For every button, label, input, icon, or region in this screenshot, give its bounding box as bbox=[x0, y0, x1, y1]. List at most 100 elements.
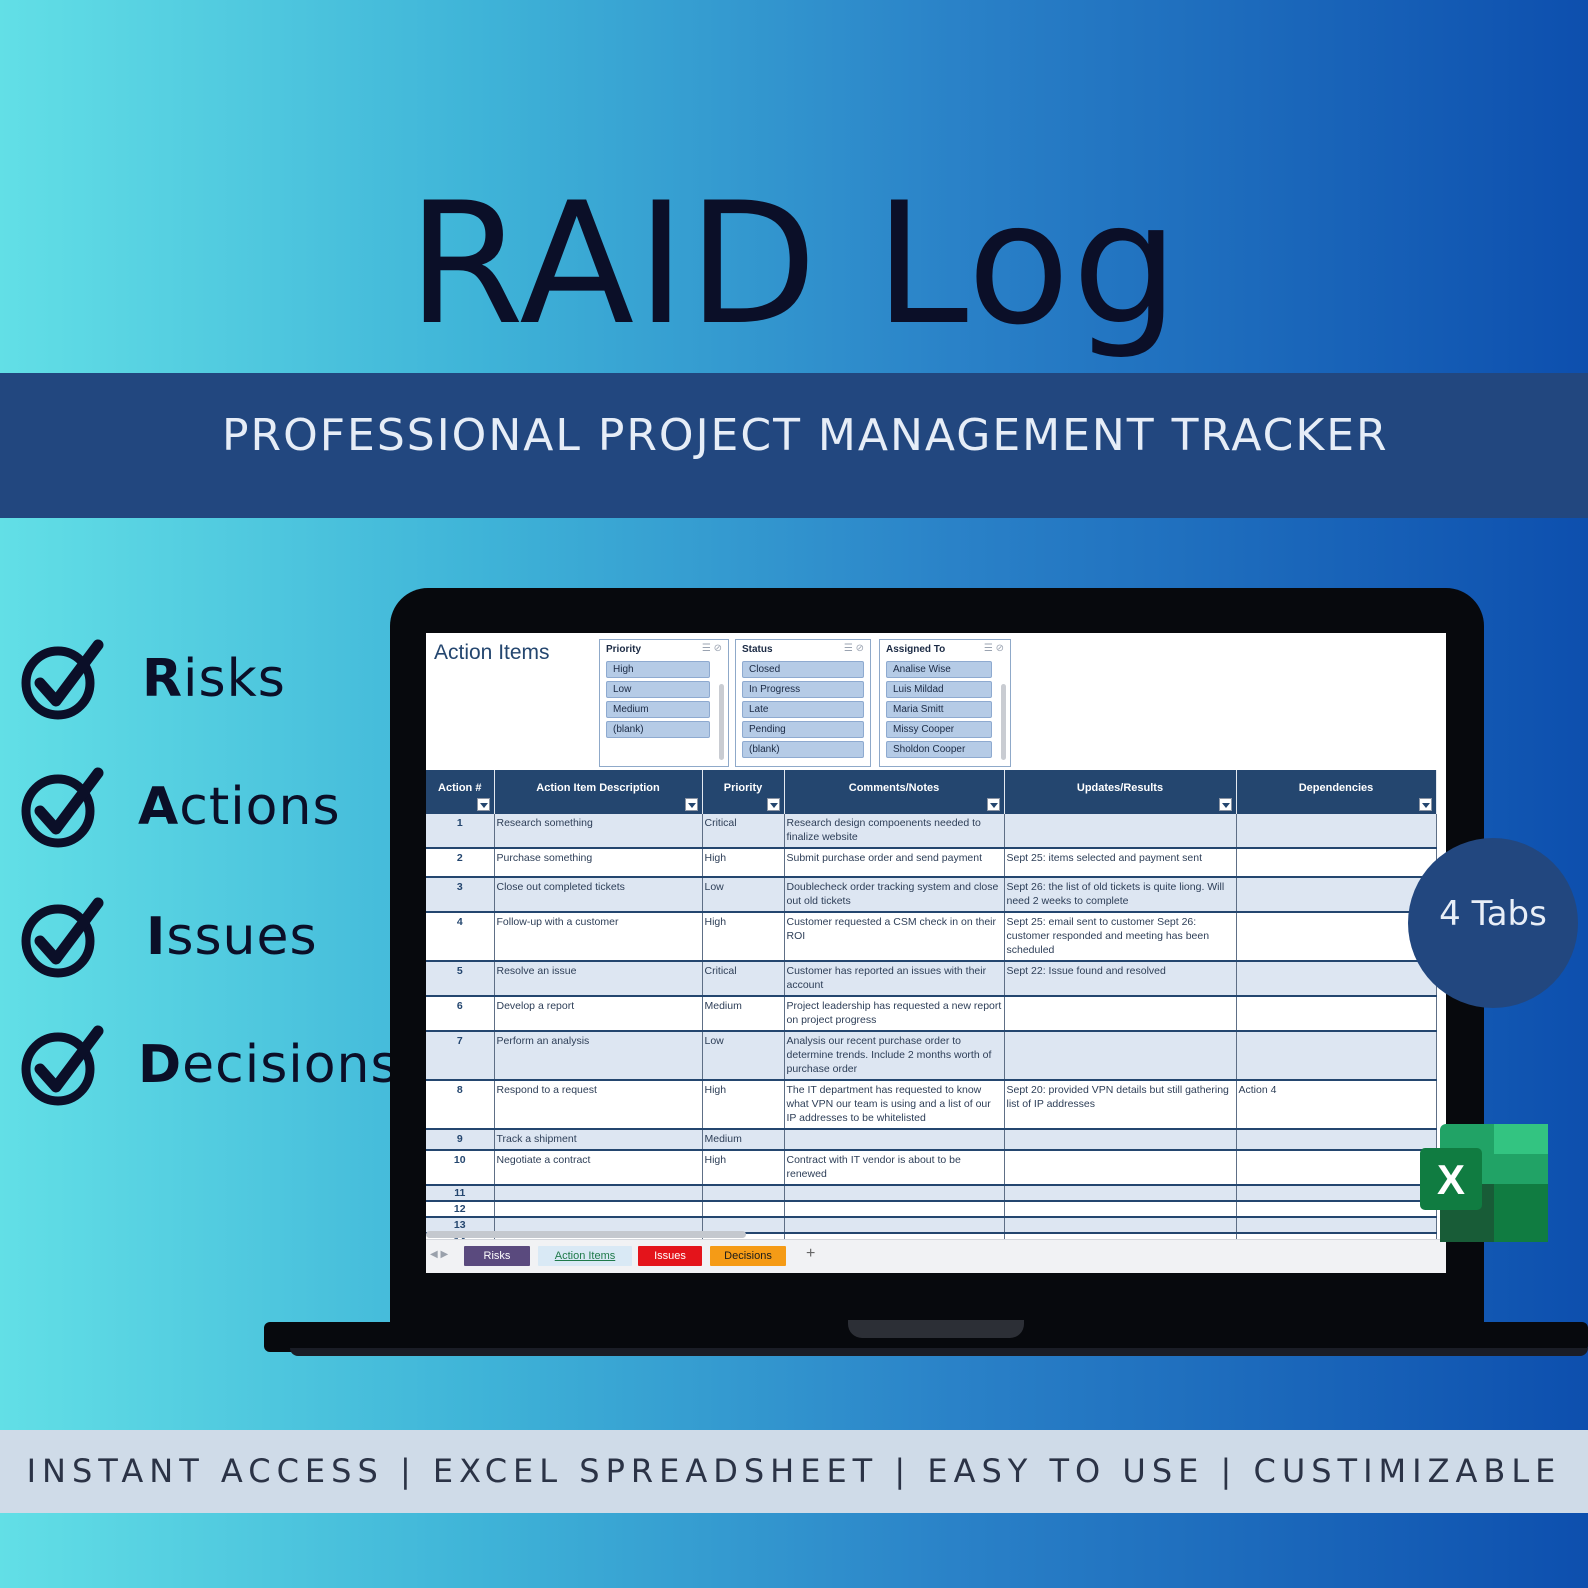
table-cell[interactable] bbox=[1004, 996, 1237, 1032]
filter-dropdown-icon[interactable] bbox=[1418, 798, 1432, 811]
table-cell[interactable]: Doublecheck order tracking system and cl… bbox=[784, 877, 1005, 913]
table-cell[interactable]: Low bbox=[702, 877, 785, 913]
slicer-item[interactable]: Closed bbox=[742, 661, 864, 678]
table-cell[interactable]: 1 bbox=[426, 814, 495, 849]
horizontal-scrollbar[interactable] bbox=[426, 1231, 746, 1238]
slicer-item[interactable]: (blank) bbox=[606, 721, 710, 738]
table-cell[interactable] bbox=[1236, 814, 1437, 849]
table-cell[interactable]: Action 4 bbox=[1236, 1080, 1437, 1130]
table-cell[interactable]: Sept 20: provided VPN details but still … bbox=[1004, 1080, 1237, 1130]
filter-dropdown-icon[interactable] bbox=[684, 798, 698, 811]
table-cell[interactable]: Sept 25: email sent to customer Sept 26:… bbox=[1004, 912, 1237, 962]
slicer-item[interactable]: High bbox=[606, 661, 710, 678]
table-cell[interactable]: 6 bbox=[426, 996, 495, 1032]
table-cell[interactable]: Resolve an issue bbox=[494, 961, 703, 997]
slicer-filter-icon[interactable]: ☰ ⊘ bbox=[843, 643, 864, 654]
table-row[interactable]: 12 bbox=[426, 1201, 1437, 1218]
table-cell[interactable] bbox=[1236, 1185, 1437, 1202]
table-cell[interactable]: Analysis our recent purchase order to de… bbox=[784, 1031, 1005, 1081]
table-cell[interactable]: Sept 22: Issue found and resolved bbox=[1004, 961, 1237, 997]
table-cell[interactable]: High bbox=[702, 848, 785, 878]
slicer-item[interactable]: Low bbox=[606, 681, 710, 698]
sheet-tab-issues[interactable]: Issues bbox=[638, 1246, 702, 1266]
table-cell[interactable]: Research design compoenents needed to fi… bbox=[784, 814, 1005, 849]
table-row[interactable]: 11 bbox=[426, 1185, 1437, 1202]
slicer-item[interactable]: Sholdon Cooper bbox=[886, 741, 992, 758]
table-cell[interactable]: 2 bbox=[426, 848, 495, 878]
table-cell[interactable] bbox=[1236, 877, 1437, 913]
table-cell[interactable]: High bbox=[702, 1150, 785, 1186]
table-cell[interactable]: The IT department has requested to know … bbox=[784, 1080, 1005, 1130]
slicer-item[interactable]: Medium bbox=[606, 701, 710, 718]
slicer-item[interactable]: Luis Mildad bbox=[886, 681, 992, 698]
slicer-item[interactable]: Maria Smitt bbox=[886, 701, 992, 718]
table-cell[interactable] bbox=[1236, 912, 1437, 962]
table-cell[interactable]: Customer requested a CSM check in on the… bbox=[784, 912, 1005, 962]
slicer-item[interactable]: (blank) bbox=[742, 741, 864, 758]
filter-dropdown-icon[interactable] bbox=[476, 798, 490, 811]
slicer-filter-icon[interactable]: ☰ ⊘ bbox=[983, 643, 1004, 654]
table-cell[interactable]: Low bbox=[702, 1031, 785, 1081]
table-cell[interactable]: Research something bbox=[494, 814, 703, 849]
table-cell[interactable] bbox=[494, 1201, 703, 1218]
slicer-item[interactable]: In Progress bbox=[742, 681, 864, 698]
sheet-tab-risks[interactable]: Risks bbox=[464, 1246, 530, 1266]
table-cell[interactable]: Sept 25: items selected and payment sent bbox=[1004, 848, 1237, 878]
filter-dropdown-icon[interactable] bbox=[766, 798, 780, 811]
filter-dropdown-icon[interactable] bbox=[1218, 798, 1232, 811]
slicer-item[interactable]: Analise Wise bbox=[886, 661, 992, 678]
slicer-scrollbar[interactable] bbox=[1001, 684, 1006, 760]
table-cell[interactable]: 12 bbox=[426, 1201, 495, 1218]
table-cell[interactable] bbox=[1004, 1185, 1237, 1202]
slicer-item[interactable]: Late bbox=[742, 701, 864, 718]
table-cell[interactable]: Submit purchase order and send payment bbox=[784, 848, 1005, 878]
table-cell[interactable]: 10 bbox=[426, 1150, 495, 1186]
table-cell[interactable] bbox=[784, 1217, 1005, 1234]
table-cell[interactable] bbox=[784, 1185, 1005, 1202]
table-cell[interactable]: Perform an analysis bbox=[494, 1031, 703, 1081]
table-cell[interactable]: 7 bbox=[426, 1031, 495, 1081]
table-cell[interactable]: Follow-up with a customer bbox=[494, 912, 703, 962]
table-cell[interactable]: 8 bbox=[426, 1080, 495, 1130]
table-cell[interactable] bbox=[702, 1201, 785, 1218]
table-cell[interactable]: Project leadership has requested a new r… bbox=[784, 996, 1005, 1032]
table-cell[interactable]: High bbox=[702, 912, 785, 962]
table-cell[interactable] bbox=[1236, 1031, 1437, 1081]
table-cell[interactable]: Customer has reported an issues with the… bbox=[784, 961, 1005, 997]
table-cell[interactable]: 5 bbox=[426, 961, 495, 997]
slicer-scrollbar[interactable] bbox=[719, 684, 724, 760]
table-cell[interactable]: Critical bbox=[702, 961, 785, 997]
slicer-filter-icon[interactable]: ☰ ⊘ bbox=[701, 643, 722, 654]
table-cell[interactable] bbox=[1236, 1150, 1437, 1186]
table-cell[interactable] bbox=[1236, 1129, 1437, 1151]
table-cell[interactable] bbox=[784, 1201, 1005, 1218]
table-cell[interactable]: Critical bbox=[702, 814, 785, 849]
table-cell[interactable] bbox=[1004, 1150, 1237, 1186]
table-cell[interactable] bbox=[1004, 1201, 1237, 1218]
table-cell[interactable]: Medium bbox=[702, 996, 785, 1032]
table-cell[interactable] bbox=[494, 1185, 703, 1202]
table-cell[interactable]: 9 bbox=[426, 1129, 495, 1151]
table-cell[interactable]: Close out completed tickets bbox=[494, 877, 703, 913]
table-cell[interactable] bbox=[1236, 1217, 1437, 1234]
slicer-item[interactable]: Missy Cooper bbox=[886, 721, 992, 738]
table-cell[interactable]: Purchase something bbox=[494, 848, 703, 878]
table-cell[interactable] bbox=[1004, 1217, 1237, 1234]
sheet-tab-decisions[interactable]: Decisions bbox=[710, 1246, 786, 1266]
table-cell[interactable] bbox=[1236, 996, 1437, 1032]
table-cell[interactable]: 11 bbox=[426, 1185, 495, 1202]
table-cell[interactable] bbox=[1004, 814, 1237, 849]
table-row[interactable]: 13 bbox=[426, 1217, 1437, 1234]
table-cell[interactable]: Track a shipment bbox=[494, 1129, 703, 1151]
